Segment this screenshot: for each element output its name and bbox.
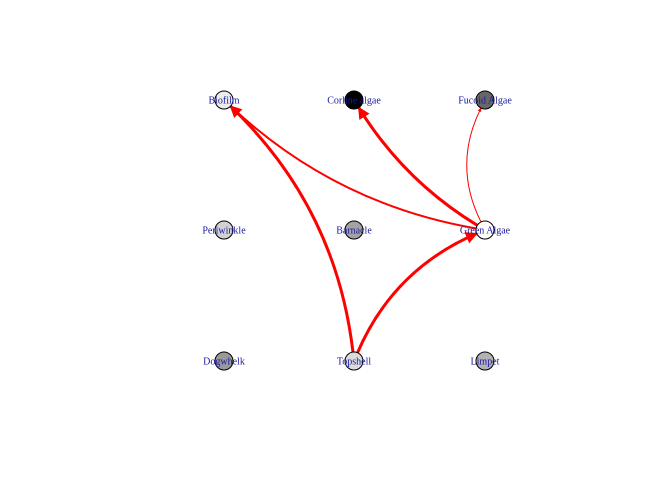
node-label: Biofilm [208,96,239,107]
edge-topshell-to-green [356,232,478,354]
node-green: Green Algae [460,220,511,240]
edge-topshell-to-biofilm [229,105,355,353]
node-label: Topshell [337,357,372,368]
node-circle [475,351,495,371]
node-circle [475,220,495,240]
node-corline: Corline algae [327,90,381,110]
edge-green-to-biofilm [229,105,477,230]
node-circle [214,90,234,110]
node-circle [344,90,364,110]
node-barnacle: Barnacle [336,220,372,240]
node-circle [344,351,364,371]
node-topshell: Topshell [337,351,372,371]
node-label: Dogwhelk [203,357,245,368]
edge-green-to-corline [357,106,479,227]
node-label: Green Algae [460,226,511,237]
node-label: Corline algae [327,96,381,107]
node-label: Barnacle [336,226,372,237]
node-label: Periwinkle [202,226,246,237]
node-circle [475,90,495,110]
node-biofilm: Biofilm [208,90,240,110]
node-label: Limpet [471,357,500,368]
node-dogwhelk: Dogwhelk [203,351,245,371]
node-periwinkle: Periwinkle [202,220,246,240]
node-fucoid: Fucoid Algae [458,90,512,110]
node-circle [214,220,234,240]
node-circle [344,220,364,240]
node-circle [214,351,234,371]
edge-green-to-fucoid [466,107,482,223]
node-limpet: Limpet [471,351,500,371]
node-label: Fucoid Algae [458,96,512,107]
